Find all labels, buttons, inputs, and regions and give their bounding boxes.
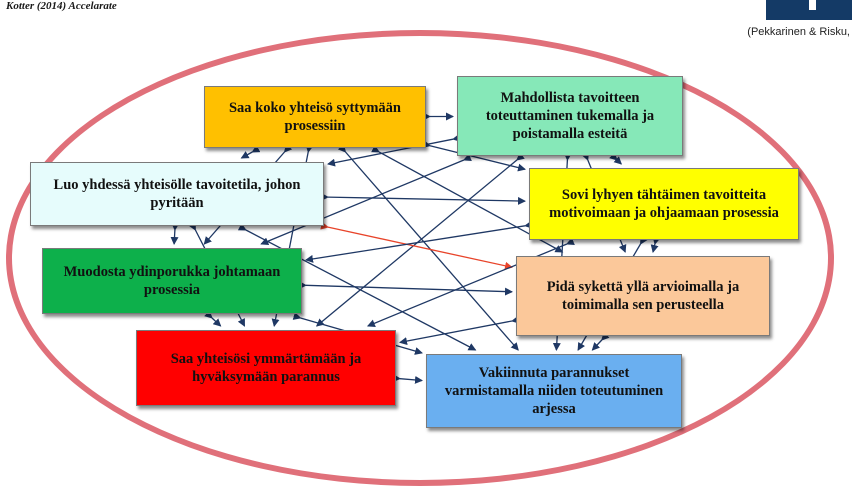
step-enable-goal: Mahdollista tavoitteen toteuttaminen tuk… — [457, 76, 683, 156]
step-gain-acceptance: Saa yhteisösi ymmärtämään ja hyväksymään… — [136, 330, 396, 406]
arrow-b1-b3 — [240, 145, 261, 159]
enclosing-ellipse — [6, 30, 834, 486]
logo — [766, 0, 852, 20]
step-keep-momentum: Pidä sykettä yllä arvioimalla ja toimima… — [516, 256, 770, 336]
arrow-b1-b8 — [337, 144, 519, 351]
source-caption: Kotter (2014) Accelarate — [6, 0, 117, 12]
arrow-b5-b6 — [298, 281, 513, 296]
arrow-b3-b6 — [320, 221, 513, 270]
step-ignite-community: Saa koko yhteisö syttymään prosessiin — [204, 86, 426, 148]
arrow-b6-b8 — [591, 332, 610, 351]
arrow-b7-b8 — [392, 374, 423, 384]
arrow-b3-b5 — [170, 222, 180, 245]
arrow-b3-b4 — [320, 192, 526, 205]
step-create-vision: Luo yhdessä yhteisölle tavoitetila, joho… — [30, 162, 324, 226]
step-form-core-team: Muodosta ydinporukka johtamaan prosessia — [42, 248, 302, 314]
arrow-b4-b6 — [650, 236, 661, 253]
arrow-b5-b7 — [204, 310, 222, 327]
arrow-b6-b7 — [399, 315, 520, 346]
arrow-b4-b5 — [305, 220, 533, 263]
step-institutionalize: Vakiinnuta parannukset varmistamalla nii… — [426, 354, 682, 428]
step-short-term-goals: Sovi lyhyen tähtäimen tavoitteita motivo… — [529, 168, 799, 240]
citation-text: (Pekkarinen & Risku, — [747, 26, 850, 38]
logo-mark — [809, 0, 816, 10]
arrow-b2-b4 — [609, 152, 623, 165]
